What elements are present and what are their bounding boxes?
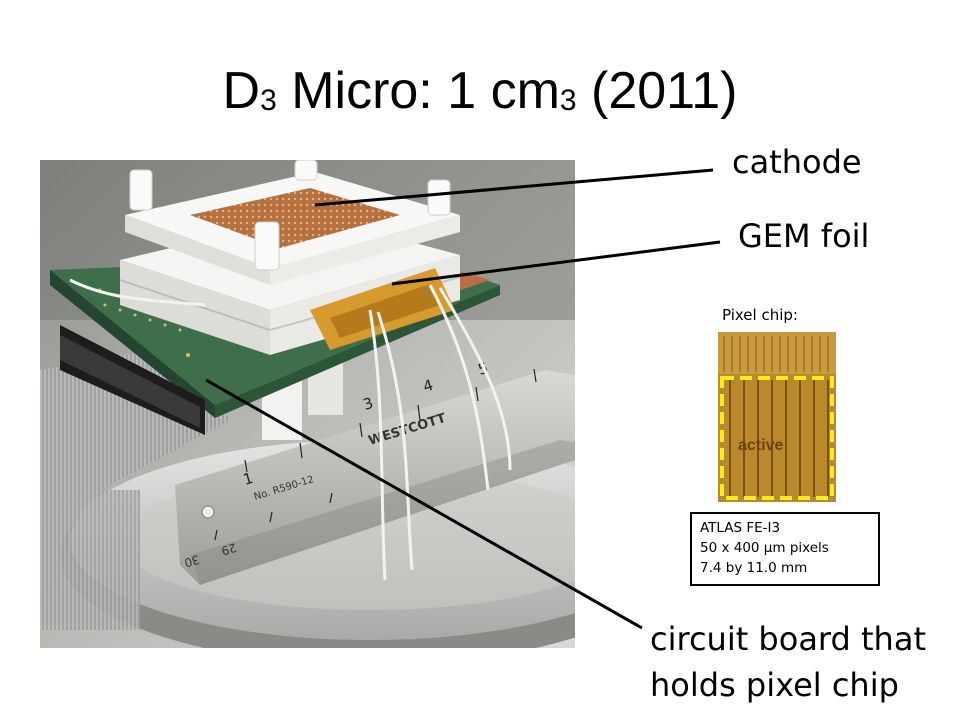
- pixel-chip-spec-box: ATLAS FE-I3 50 x 400 μm pixels 7.4 by 11…: [690, 512, 880, 586]
- title-suffix: (2011): [576, 62, 738, 120]
- spec-line-pixels: 50 x 400 μm pixels: [700, 540, 829, 556]
- ruler-cm-30: 30: [183, 552, 202, 570]
- slide-title: D3 Micro: 1 cm3 (2011): [0, 55, 960, 127]
- spec-line-size: 7.4 by 11.0 mm: [700, 560, 808, 576]
- pixel-chip-active-label: active: [738, 437, 783, 454]
- pixel-chip-image: active: [718, 332, 836, 502]
- detector-photo: 1 3 4 5 WESTCOTT No. R590-12 30 29: [40, 160, 575, 648]
- spec-line-chip: ATLAS FE-I3: [700, 520, 781, 536]
- gem-foil-label: GEM foil: [738, 217, 870, 255]
- title-prefix: D: [222, 62, 261, 120]
- title-middle: Micro: 1 cm: [276, 62, 560, 120]
- circuit-board-label: circuit board that holds pixel chip: [650, 616, 926, 708]
- circuit-board-label-line-1: circuit board that: [650, 620, 926, 658]
- pixel-chip-caption: Pixel chip:: [722, 306, 798, 324]
- circuit-board-label-line-2: holds pixel chip: [650, 666, 899, 704]
- title-superscript-2: 3: [559, 84, 577, 117]
- title-superscript-1: 3: [260, 84, 277, 117]
- cathode-label: cathode: [732, 143, 862, 181]
